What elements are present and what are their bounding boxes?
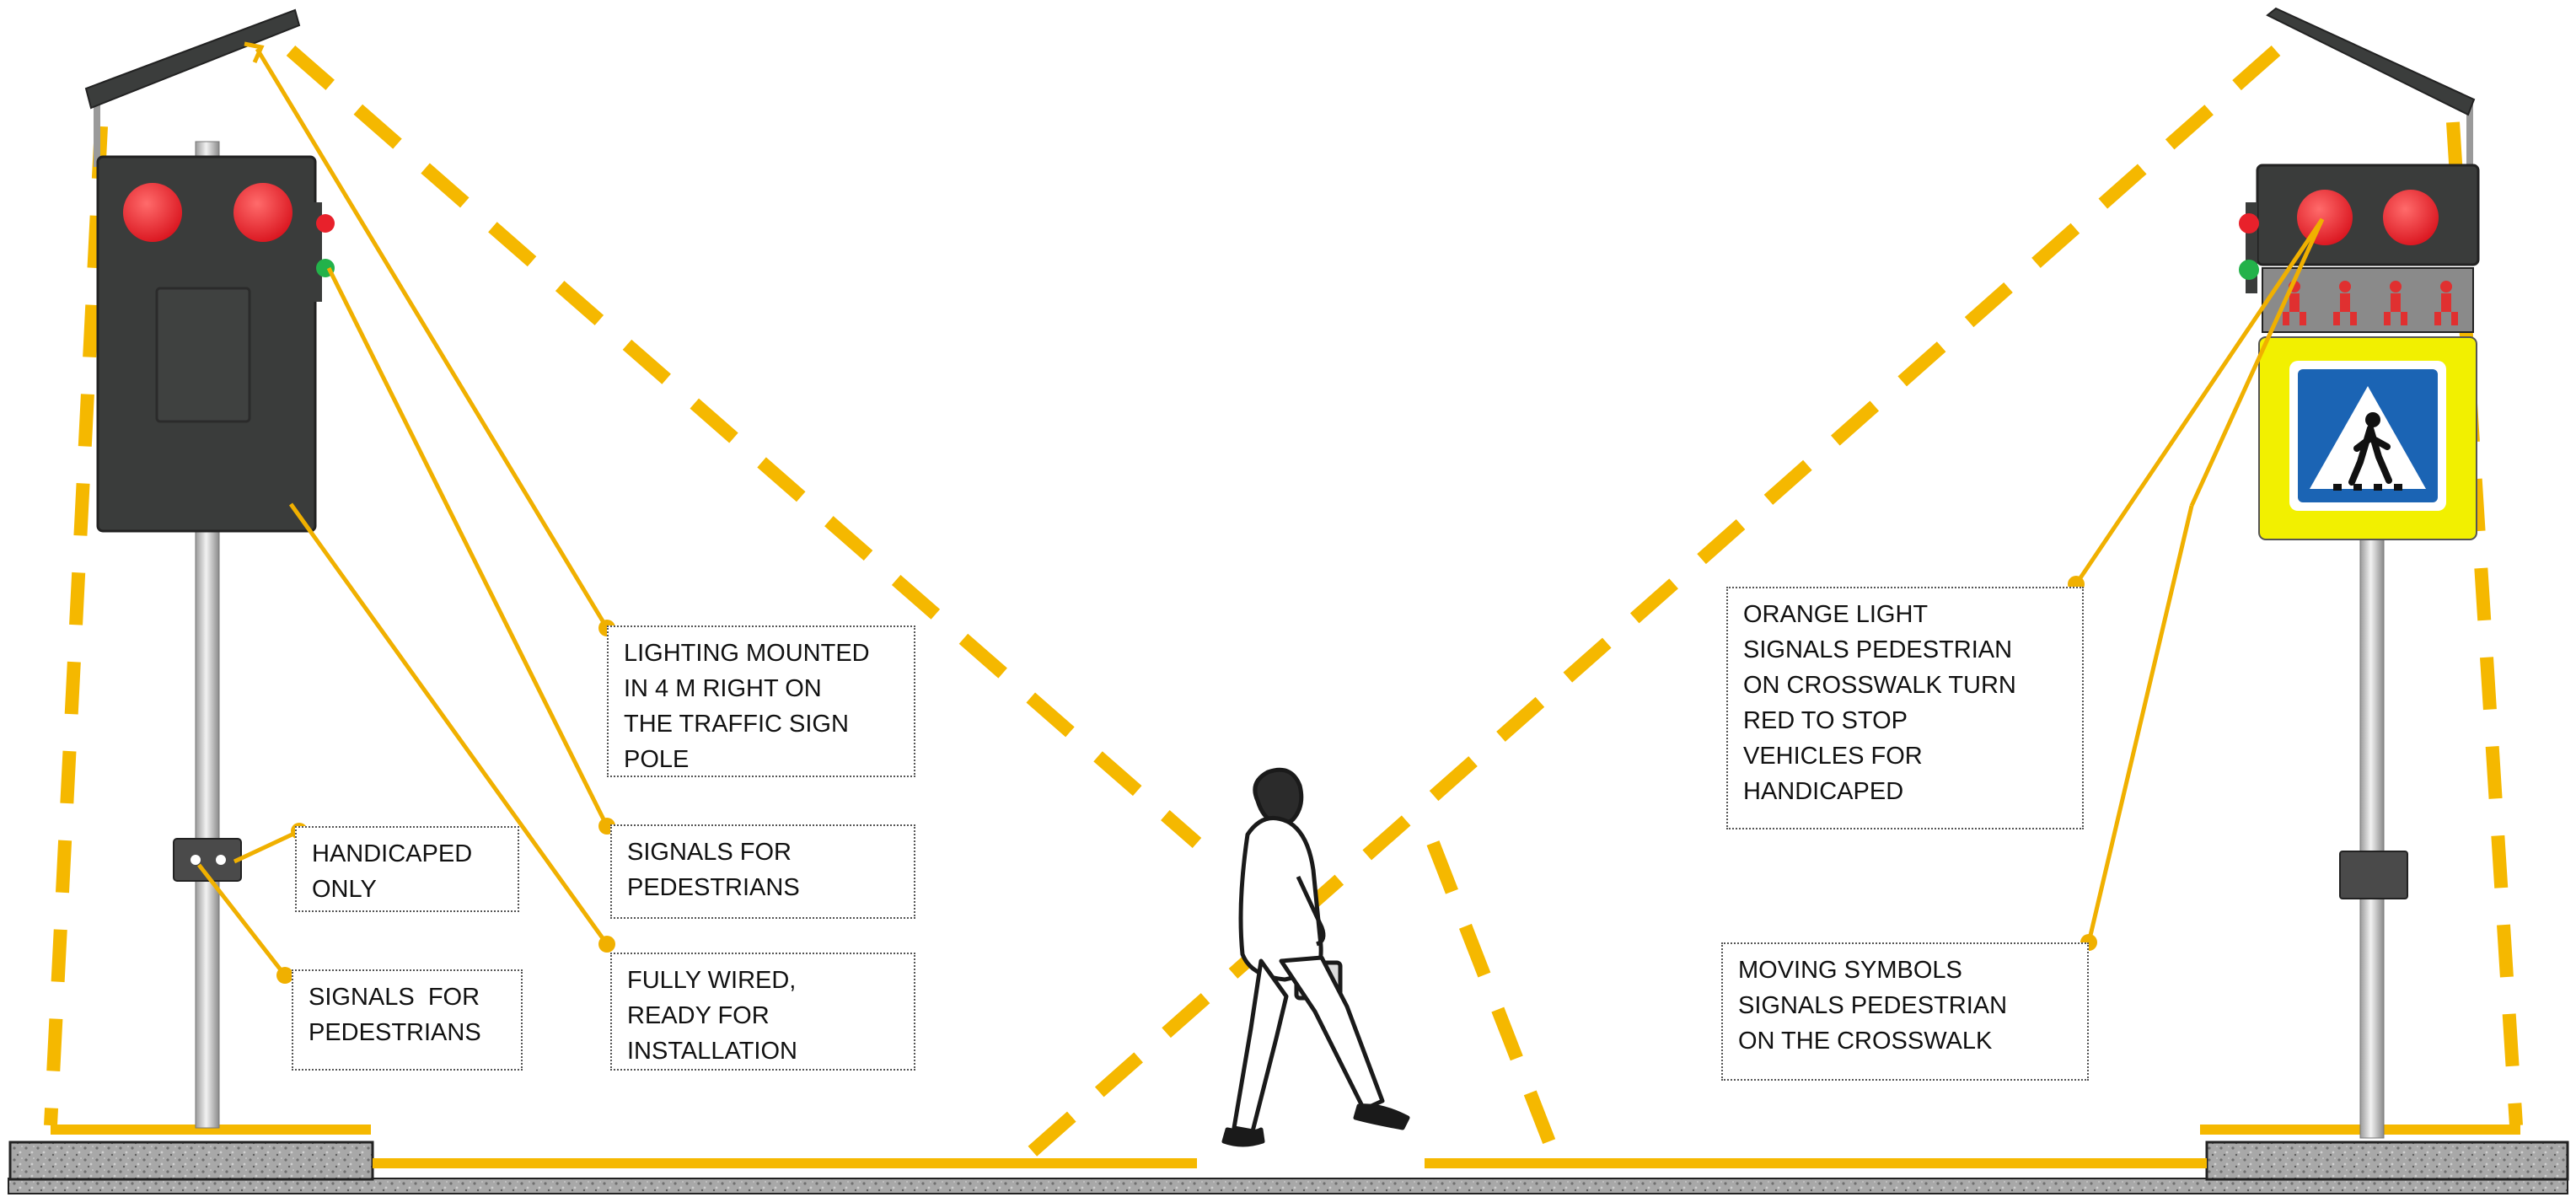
walking-woman-icon (1221, 767, 1410, 1147)
left-red-lamp-1 (123, 183, 182, 242)
callout-line: INSTALLATION (627, 1038, 797, 1065)
callout-line: THE TRAFFIC SIGN (624, 711, 849, 738)
left-curb (8, 1141, 374, 1181)
callout-fully-wired: FULLY WIRED, READY FOR INSTALLATION (610, 953, 915, 1071)
right-curb (2205, 1141, 2569, 1181)
callout-line: PEDESTRIANS (309, 1019, 481, 1046)
pedestrian-crossing-sign-icon (2258, 336, 2477, 540)
callout-moving-symbols: MOVING SYMBOLS SIGNALS PEDESTRIAN ON THE… (1721, 942, 2089, 1081)
callout-line: POLE (624, 746, 690, 773)
callout-line: MOVING SYMBOLS (1738, 957, 1962, 984)
callout-line: IN 4 M RIGHT ON (624, 675, 822, 702)
callout-line: RED TO STOP (1743, 707, 1908, 734)
left-cone-outer (44, 126, 108, 1126)
callout-signals-for-pedestrians-bottom: SIGNALS FOR PEDESTRIANS (292, 969, 523, 1071)
solar-panel-icon (84, 8, 301, 167)
callout-signals-for-pedestrians-top: SIGNALS FOR PEDESTRIANS (610, 824, 915, 919)
right-small-red (2239, 213, 2259, 233)
right-red-lamp-2 (2383, 190, 2439, 245)
moving-symbol-figures (2283, 281, 2458, 325)
callout-line: READY FOR (627, 1002, 770, 1029)
callout-line: SIGNALS PEDESTRIAN (1743, 636, 2013, 663)
callout-line: HANDICAPED (312, 840, 473, 867)
callout-leaders (197, 41, 2325, 977)
solar-panel-icon (2266, 7, 2476, 169)
right-signal-housing (2256, 164, 2480, 266)
left-cone-inner-end (1426, 840, 1558, 1149)
right-cone-outer (2446, 121, 2523, 1126)
right-traffic-pole (2239, 7, 2480, 1139)
ground (8, 1125, 2569, 1194)
left-red-lamp-2 (233, 183, 292, 242)
left-small-red (316, 214, 335, 233)
right-cone-inner (1023, 46, 2281, 1160)
left-cone-inner (286, 45, 1202, 849)
callout-line: FULLY WIRED, (627, 967, 797, 994)
light-cones (44, 45, 2523, 1160)
callout-orange-light: ORANGE LIGHT SIGNALS PEDESTRIAN ON CROSS… (1726, 587, 2084, 829)
callout-line: LIGHTING MOUNTED (624, 640, 870, 667)
callout-handicaped-only: HANDICAPED ONLY (295, 826, 519, 912)
callout-line: VEHICLES FOR (1743, 743, 1923, 770)
left-traffic-pole (84, 8, 335, 1129)
callout-line: HANDICAPED (1743, 778, 1904, 805)
callout-line: ON THE CROSSWALK (1738, 1028, 1993, 1055)
callout-line: ON CROSSWALK TURN (1743, 672, 2016, 699)
right-small-green (2239, 260, 2259, 280)
callout-line: ORANGE LIGHT (1743, 601, 1929, 628)
callout-line: SIGNALS FOR (627, 839, 792, 866)
callout-line: ONLY (312, 876, 377, 903)
callout-lighting-mounted: LIGHTING MOUNTED IN 4 M RIGHT ON THE TRA… (607, 625, 915, 777)
callout-line: SIGNALS PEDESTRIAN (1738, 992, 2008, 1019)
callout-line: SIGNALS FOR (309, 984, 480, 1011)
callout-line: PEDESTRIANS (627, 874, 800, 901)
right-push-button-box (2339, 851, 2408, 899)
left-center-panel (155, 287, 251, 423)
right-red-lamp-1 (2297, 190, 2353, 245)
